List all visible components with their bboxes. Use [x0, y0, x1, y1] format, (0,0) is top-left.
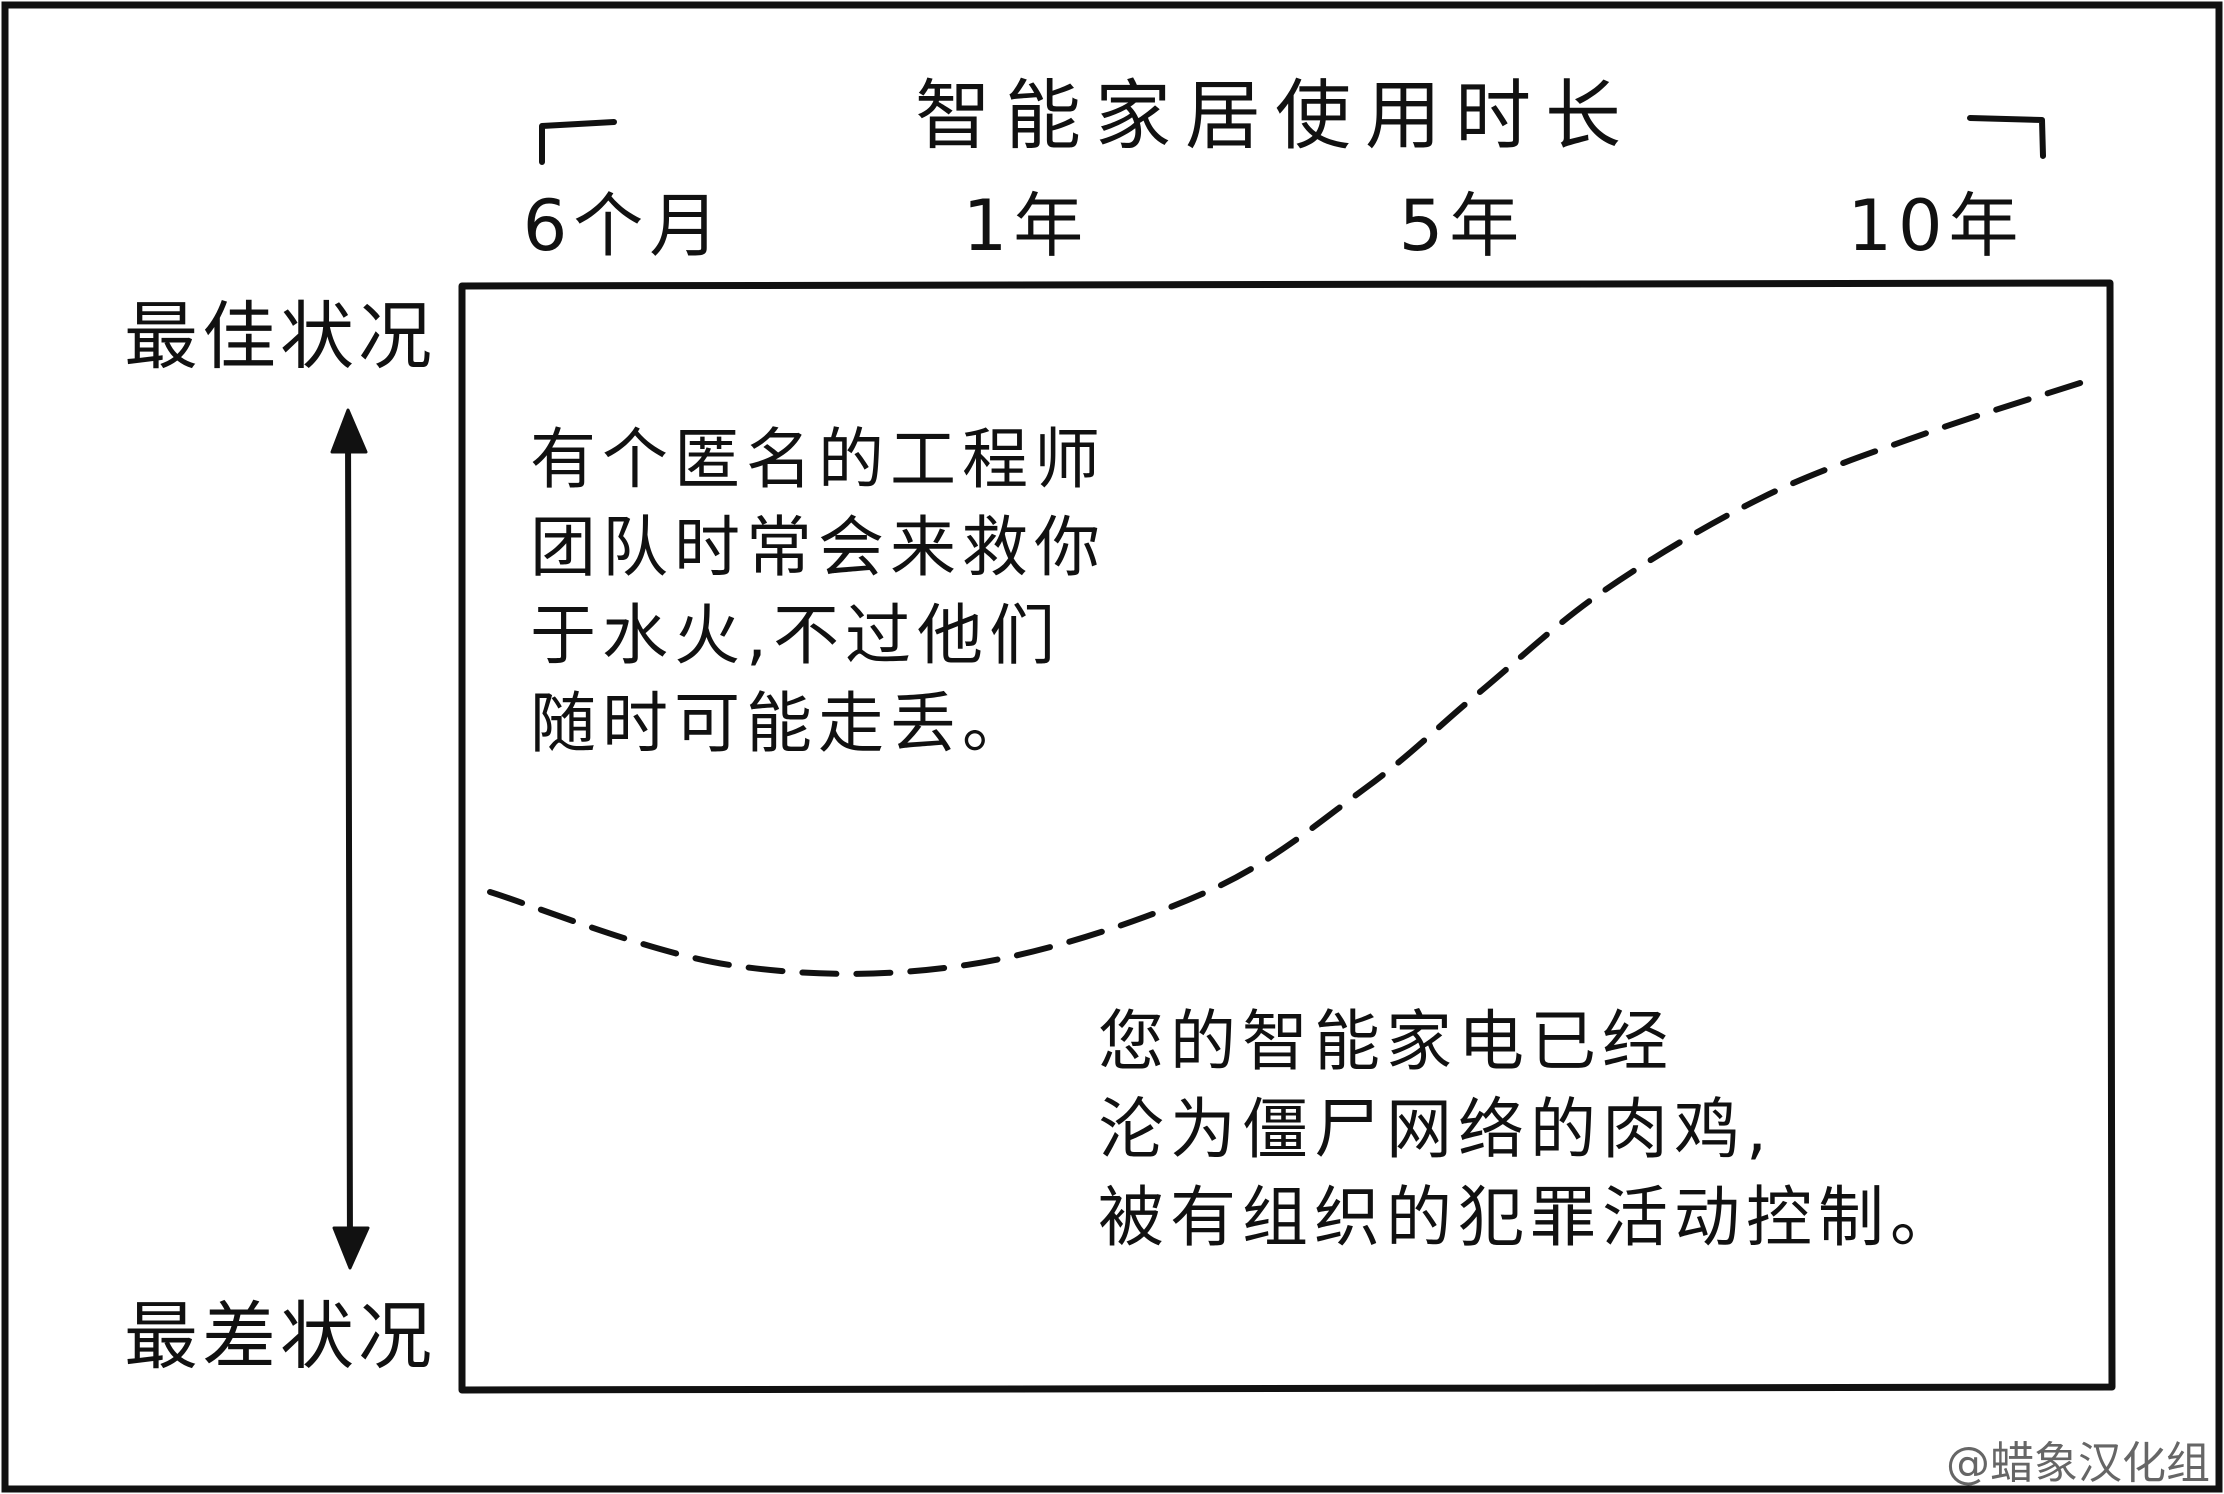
title-bracket-left: [539, 119, 617, 165]
annotation-upper: 有个匿名的工程师 团队时常会来救你 于水火,不过他们 随时可能走丢。: [530, 421, 1133, 762]
series-line: [487, 379, 2085, 977]
annotation-line: 有个匿名的工程师: [530, 421, 1106, 498]
y-axis-arrow: [330, 408, 370, 1270]
credit-label: @蜡象汉化组: [1946, 1438, 2210, 1489]
plot-frame: [458, 279, 2116, 1394]
y-label-bottom: 最差状况: [124, 1294, 436, 1380]
annotation-lower: 您的智能家电已经 沦为僵尸网络的肉鸡, 被有组织的犯罪活动控制。: [1098, 1003, 1962, 1256]
annotation-line: 沦为僵尸网络的肉鸡,: [1098, 1091, 1773, 1168]
chart-title: 智能家居使用时长: [915, 71, 1635, 160]
title-bracket-right: [1967, 115, 2046, 159]
x-tick-label: 6个月: [523, 185, 726, 267]
annotation-line: 于水火,不过他们: [530, 597, 1061, 674]
x-tick-label: 1年: [963, 185, 1090, 267]
x-tick-labels: 6个月 1年 5年 10年: [523, 185, 2024, 267]
annotation-line: 随时可能走丢。: [530, 685, 1034, 762]
annotation-line: 您的智能家电已经: [1098, 1003, 1674, 1080]
y-label-top: 最佳状况: [124, 294, 436, 380]
x-tick-label: 5年: [1399, 185, 1526, 267]
x-tick-label: 10年: [1847, 185, 2024, 267]
annotation-line: 团队时常会来救你: [530, 509, 1106, 586]
annotation-line: 被有组织的犯罪活动控制。: [1098, 1179, 1962, 1256]
